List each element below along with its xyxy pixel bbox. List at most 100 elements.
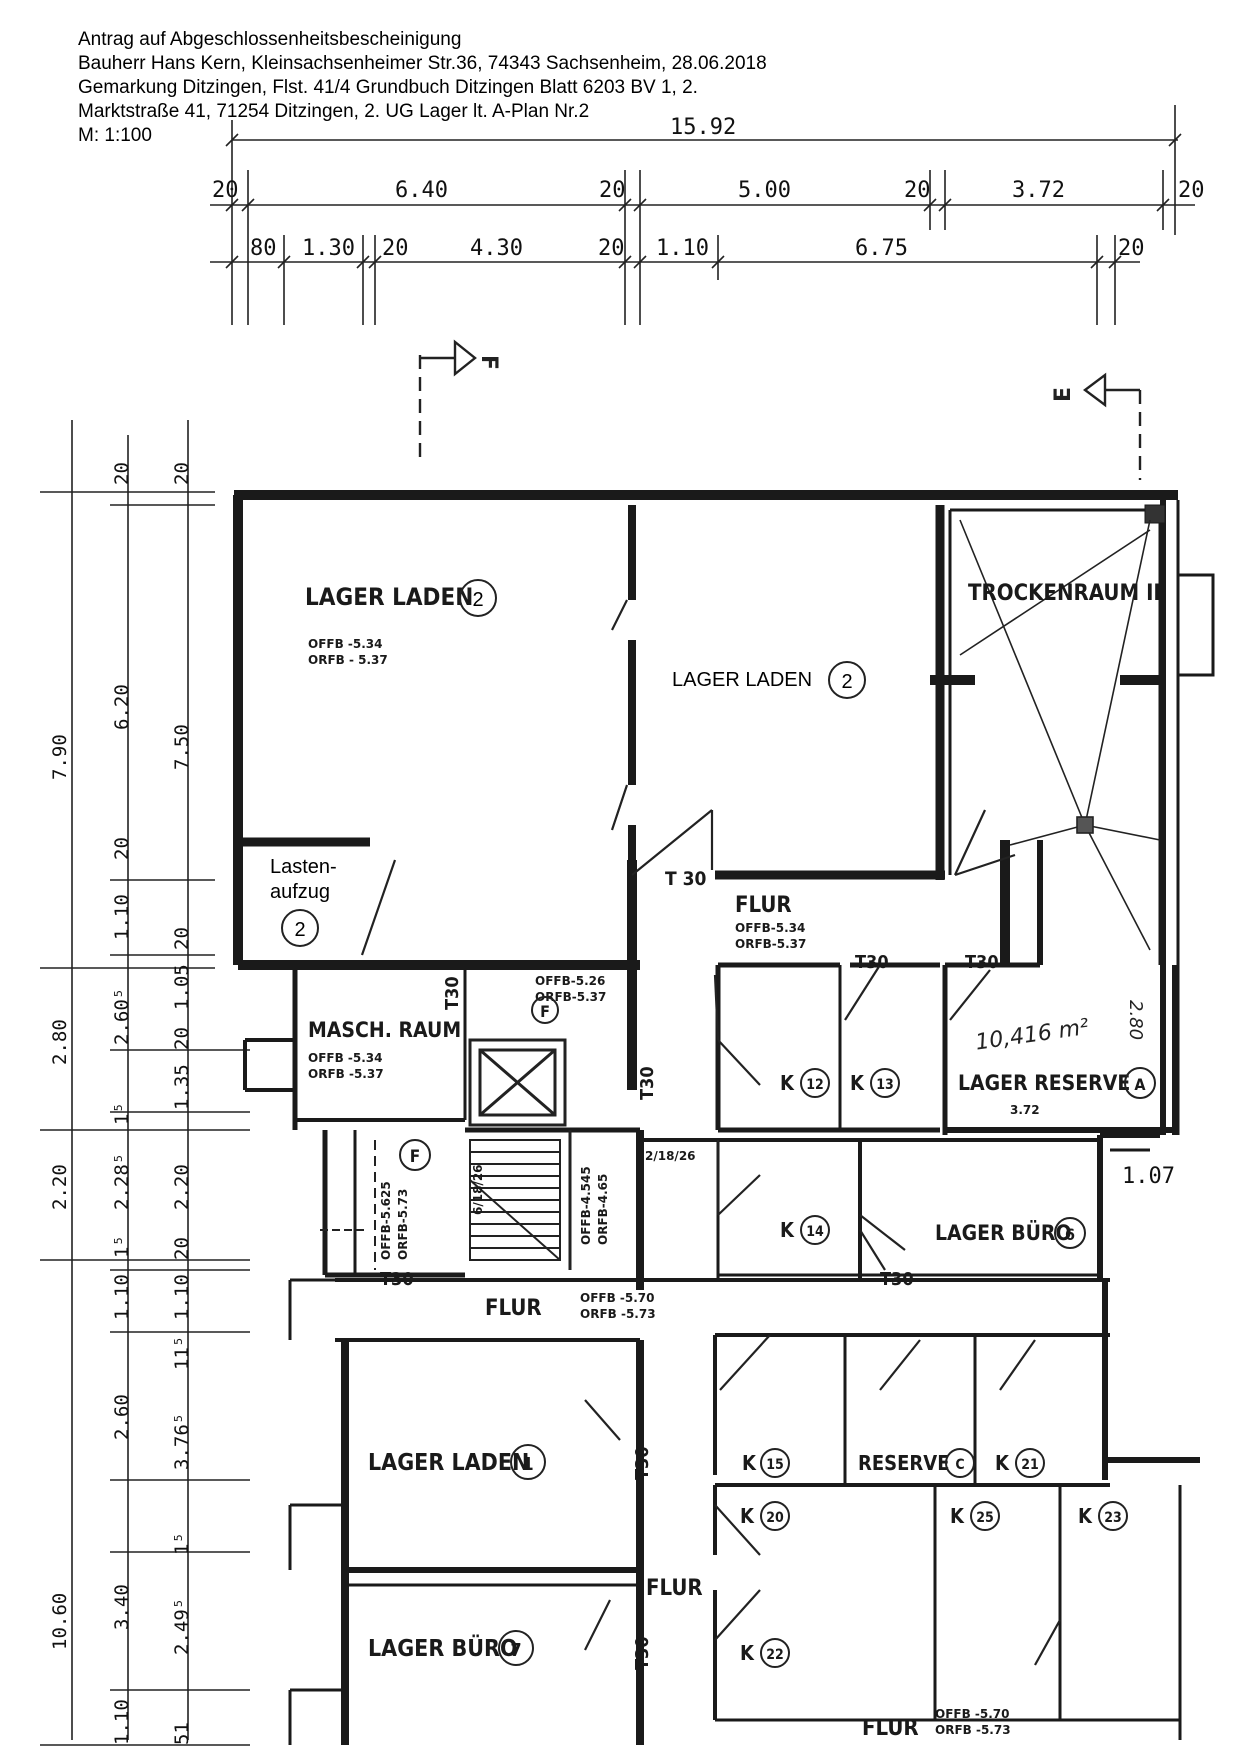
stair-steps-2: 6/18/26	[471, 1164, 485, 1215]
room-k21-num: 21	[1021, 1457, 1039, 1473]
dim-l-135: 1.35	[171, 1064, 193, 1110]
room-flur-upper-orfb: ORFB-5.37	[735, 937, 806, 951]
room-lager-buero-7-name: LAGER BÜRO	[368, 1634, 518, 1662]
room-k14-name: K	[780, 1218, 795, 1242]
room-k20-circle	[760, 1501, 790, 1531]
room-k12-circle	[800, 1068, 830, 1098]
dim-l-110c: 1.10	[171, 1274, 193, 1320]
room-flur-bottom-name: FLUR	[862, 1716, 919, 1741]
room-flur-mid-offb: OFFB -5.70	[580, 1291, 655, 1305]
dim-l-2605: 2.60⁵	[111, 988, 133, 1045]
header-line-1: Antrag auf Abgeschlossenheitsbescheinigu…	[78, 29, 462, 50]
plan-header: Antrag auf Abgeschlossenheitsbescheinigu…	[78, 28, 767, 148]
header-line-5: M: 1:100	[78, 125, 152, 146]
elevator-shaft	[468, 1038, 567, 1127]
dim-l-340: 3.40	[111, 1584, 133, 1630]
dim-r1-2: 20	[599, 178, 626, 203]
room-lager-laden-2a-orfb: ORFB - 5.37	[308, 653, 388, 667]
dim-l-2285: 2.28⁵	[111, 1153, 133, 1210]
room-k22-name: K	[740, 1641, 755, 1665]
section-marker-e: E	[1051, 372, 1142, 480]
room-reserve-a-h: 2.80	[1125, 1000, 1146, 1040]
dim-l-750: 7.50	[171, 724, 193, 770]
walls	[233, 490, 1215, 1745]
header-line-4: Marktstraße 41, 71254 Ditzingen, 2. UG L…	[78, 101, 590, 122]
stair-lower-offb: OFFB-4.545	[579, 1166, 593, 1245]
top-dimension-labels: 15.92 20 6.40 20 5.00 20 3.72 20 80 1.30…	[212, 115, 1205, 261]
dim-l-220b: 2.20	[171, 1164, 193, 1210]
room-lager-buero-6-num: 6	[1065, 1225, 1075, 1244]
room-lager-buero-7-num: 7	[510, 1640, 521, 1661]
dim-l-15b: 1⁵	[111, 1235, 133, 1258]
top-dimension-chain	[210, 105, 1195, 325]
room-k21-name: K	[995, 1451, 1010, 1475]
room-k23-name: K	[1078, 1504, 1093, 1528]
door-t30-7: T30	[880, 1269, 914, 1290]
room-reserve-c-circle	[945, 1448, 975, 1478]
room-flur-upper-offb: OFFB-5.34	[735, 921, 805, 935]
room-k12-num: 12	[806, 1077, 824, 1093]
dim-r2-4: 20	[598, 236, 625, 261]
header-line-2: Bauherr Hans Kern, Kleinsachsenheimer St…	[78, 53, 767, 74]
dim-l-260: 2.60	[111, 1394, 133, 1440]
room-k23-circle	[1098, 1501, 1128, 1531]
door-swings	[360, 599, 1061, 1666]
room-k15-name: K	[742, 1451, 757, 1475]
dim-l-2495: 2.49⁵	[171, 1598, 193, 1655]
stair-lower-orfb2: ORFB-5.73	[396, 1189, 410, 1260]
room-k12-name: K	[780, 1071, 795, 1095]
room-lager-laden-2a-num: 2	[472, 589, 483, 611]
room-reserve-a-num: A	[1134, 1075, 1146, 1094]
door-t30-3: T30	[965, 952, 999, 973]
room-k25-num: 25	[976, 1510, 994, 1526]
left-dimension-chain	[40, 420, 250, 1746]
dim-l-20c: 20	[111, 837, 133, 860]
dim-l-110: 1.10	[111, 894, 133, 940]
dim-l-20e: 20	[171, 1027, 193, 1050]
room-lager-laden-1-circle	[510, 1444, 546, 1480]
dim-l-110d: 1.10	[111, 1699, 133, 1745]
dim-l-20b: 20	[171, 462, 193, 485]
dim-l-280: 2.80	[49, 1019, 71, 1065]
room-flur-mid-name: FLUR	[485, 1296, 542, 1321]
stair-marker: F	[540, 1002, 550, 1021]
room-masch-raum-offb: OFFB -5.34	[308, 1051, 383, 1065]
room-lastenaufzug-num: 2	[294, 919, 305, 941]
dim-l-115: 11⁵	[171, 1336, 193, 1370]
room-reserve-c-name: RESERVE	[858, 1451, 949, 1475]
stair-lower-marker-circle	[399, 1139, 431, 1171]
dim-l-790: 7.90	[49, 734, 71, 780]
dim-l-105: 1.05	[171, 964, 193, 1010]
room-lastenaufzug-l1: Lasten-	[270, 856, 337, 878]
room-trockenraum-name: TROCKENRAUM II	[968, 581, 1161, 606]
header-line-3: Gemarkung Ditzingen, Flst. 41/4 Grundbuc…	[78, 77, 698, 98]
room-lager-buero-7-circle	[498, 1630, 534, 1666]
room-reserve-a-area: 10,416 m²	[974, 1015, 1091, 1056]
door-t30-1: T 30	[665, 868, 707, 890]
room-lastenaufzug-circle	[281, 909, 319, 947]
room-flur-bottom-orfb: ORFB -5.73	[935, 1723, 1011, 1737]
room-lager-buero-6-circle	[1054, 1217, 1086, 1249]
door-t30-4: T30	[442, 976, 463, 1010]
room-lager-laden-2b-circle	[828, 661, 866, 699]
room-k13-circle	[870, 1068, 900, 1098]
door-t30-5: T30	[637, 1066, 658, 1100]
dim-l-51: 51	[171, 1722, 193, 1745]
dim-l-220: 2.20	[49, 1164, 71, 1210]
room-k21-circle	[1015, 1448, 1045, 1478]
room-masch-raum-name: MASCH. RAUM	[308, 1018, 461, 1042]
door-t30-6: T30	[380, 1269, 414, 1290]
dim-r1-4: 20	[904, 178, 931, 203]
dim-l-20d: 20	[171, 927, 193, 950]
room-reserve-a-name: LAGER RESERVE	[958, 1071, 1130, 1095]
room-flur-mid-orfb: ORFB -5.73	[580, 1307, 656, 1321]
dim-l-20a: 20	[111, 462, 133, 485]
stair-marker-circle	[531, 996, 559, 1024]
stair-steps-1: 2/18/26	[645, 1149, 696, 1163]
room-lager-laden-2b-name: LAGER LADEN	[672, 669, 812, 691]
room-k15-circle	[760, 1448, 790, 1478]
room-labels: LAGER LADEN 2 OFFB -5.34 ORFB - 5.37 LAG…	[270, 579, 1175, 1741]
stair-lower-orfb: ORFB-4.65	[596, 1174, 610, 1245]
room-lager-laden-1-name: LAGER LADEN	[368, 1450, 529, 1476]
